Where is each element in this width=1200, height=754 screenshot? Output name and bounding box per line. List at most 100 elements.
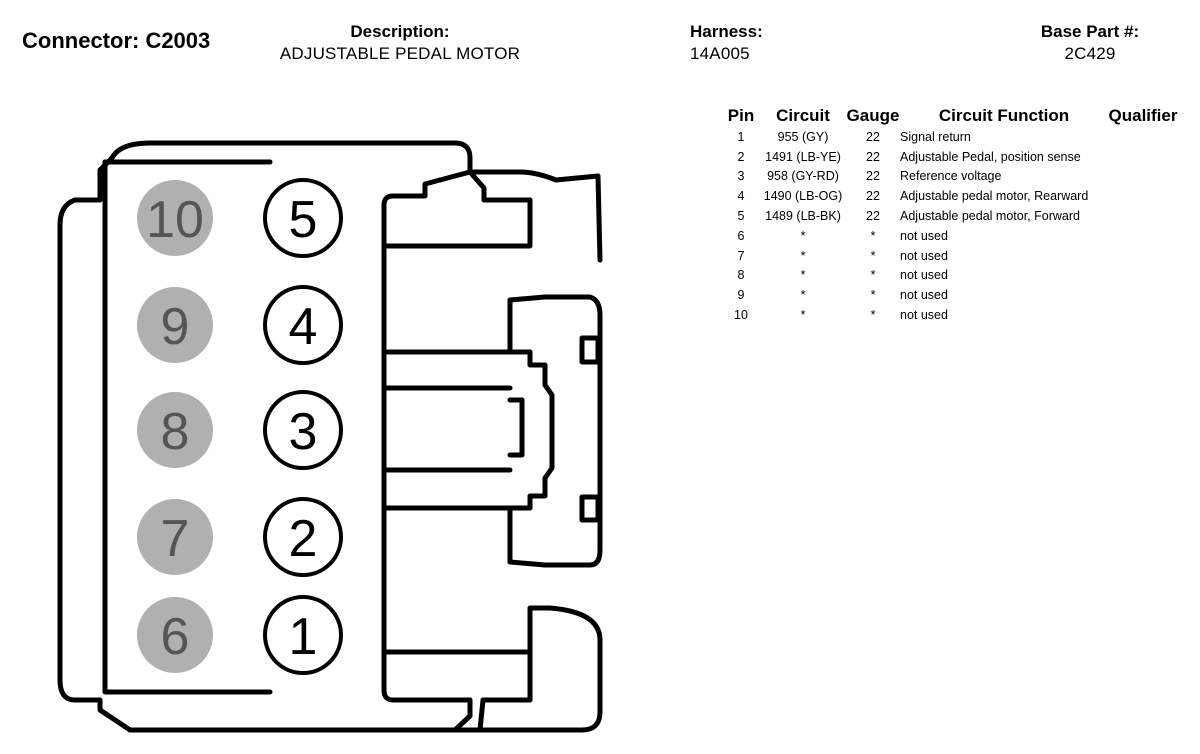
cell-pin: 10: [734, 308, 748, 323]
base-part-label: Base Part #:: [1040, 22, 1140, 41]
table-row: 8 * * not used: [722, 266, 1178, 286]
cell-gauge: *: [870, 248, 876, 263]
cell-circuit: 1491 (LB-YE): [765, 149, 841, 164]
description-value: ADJUSTABLE PEDAL MOTOR: [279, 44, 521, 63]
pin-4-cavity: 4: [263, 285, 343, 365]
pin-5-label: 5: [289, 191, 318, 249]
pin-7-cavity: 7: [137, 499, 213, 575]
cell-gauge: 22: [866, 209, 880, 224]
cell-gauge: 22: [866, 169, 880, 184]
table-row: 9 * * not used: [722, 285, 1178, 305]
pin-6-label: 6: [161, 608, 190, 666]
cell-gauge: *: [870, 308, 876, 323]
table-row: 6 * * not used: [722, 226, 1178, 246]
cell-pin: 1: [737, 129, 745, 144]
cell-function: not used: [900, 248, 948, 263]
cell-qualifier: [1108, 186, 1178, 206]
cell-pin: 2: [737, 149, 745, 164]
cell-function: Adjustable pedal motor, Rearward: [900, 189, 1089, 204]
table-row: 1 955 (GY) 22 Signal return: [722, 127, 1178, 147]
cell-circuit: 955 (GY): [777, 129, 829, 144]
cell-function: Signal return: [900, 129, 971, 144]
cell-function: not used: [900, 308, 948, 323]
cell-qualifier: [1108, 206, 1178, 226]
cell-function: not used: [900, 228, 948, 243]
cell-gauge: 22: [866, 149, 880, 164]
pin-8-cavity: 8: [137, 392, 213, 468]
header-pin: Pin: [727, 106, 755, 125]
pin-7-label: 7: [161, 510, 190, 568]
cell-circuit: *: [800, 228, 806, 243]
harness-block: Harness: 14A005: [690, 22, 790, 65]
connector-housing-outline: [57, 140, 603, 733]
cell-pin: 3: [737, 169, 745, 184]
connector-title: Connector: C2003: [22, 28, 211, 53]
pin-4-label: 4: [289, 298, 318, 356]
table-row: 3 958 (GY-RD) 22 Reference voltage: [722, 167, 1178, 187]
pin-1-label: 1: [289, 608, 318, 666]
pin-9-cavity: 9: [137, 287, 213, 363]
cell-function: Adjustable Pedal, position sense: [900, 149, 1081, 164]
cell-pin: 6: [737, 228, 745, 243]
cell-function: Adjustable pedal motor, Forward: [900, 209, 1080, 224]
base-part-value: 2C429: [1064, 44, 1116, 63]
table-row: 10 * * not used: [722, 305, 1178, 325]
cell-gauge: *: [870, 288, 876, 303]
harness-value: 14A005: [690, 44, 750, 63]
pin-3-cavity: 3: [263, 390, 343, 470]
harness-label: Harness:: [690, 22, 763, 41]
table-row: 4 1490 (LB-OG) 22 Adjustable pedal motor…: [722, 186, 1178, 206]
cell-circuit: *: [800, 248, 806, 263]
cell-gauge: *: [870, 268, 876, 283]
cell-qualifier: [1108, 127, 1178, 147]
table-row: 5 1489 (LB-BK) 22 Adjustable pedal motor…: [722, 206, 1178, 226]
header-circuit-function: Circuit Function: [938, 106, 1070, 125]
cell-pin: 9: [737, 288, 745, 303]
header-circuit: Circuit: [776, 106, 830, 125]
cell-circuit: *: [800, 308, 806, 323]
pin-8-label: 8: [161, 403, 190, 461]
cell-circuit: *: [800, 268, 806, 283]
cell-pin: 4: [737, 189, 745, 204]
cell-qualifier: [1108, 266, 1178, 286]
cell-pin: 7: [737, 248, 745, 263]
pin-10-label: 10: [146, 191, 204, 249]
cell-qualifier: [1108, 246, 1178, 266]
pin-table-header-row: Pin Circuit Gauge Circuit Function Quali…: [722, 105, 1178, 127]
cell-function: Reference voltage: [900, 169, 1002, 184]
cell-qualifier: [1108, 226, 1178, 246]
cell-pin: 8: [737, 268, 745, 283]
header-gauge: Gauge: [846, 106, 900, 125]
pin-3-label: 3: [289, 403, 318, 461]
unused-pin-group: 10 9 8 7 6: [137, 180, 213, 673]
pin-6-cavity: 6: [137, 597, 213, 673]
cell-qualifier: [1108, 147, 1178, 167]
base-part-block: Base Part #: 2C429: [1010, 22, 1170, 65]
pin-2-label: 2: [289, 510, 318, 568]
cell-circuit: 1490 (LB-OG): [763, 189, 843, 204]
cell-gauge: *: [870, 228, 876, 243]
table-row: 7 * * not used: [722, 246, 1178, 266]
pin-10-cavity: 10: [137, 180, 213, 256]
cell-circuit: 1489 (LB-BK): [765, 209, 841, 224]
pin-table: Pin Circuit Gauge Circuit Function Quali…: [722, 105, 1178, 325]
cell-circuit: *: [800, 288, 806, 303]
cell-pin: 5: [737, 209, 745, 224]
table-row: 2 1491 (LB-YE) 22 Adjustable Pedal, posi…: [722, 147, 1178, 167]
pin-2-cavity: 2: [263, 497, 343, 577]
cell-qualifier: [1108, 285, 1178, 305]
pin-1-cavity: 1: [263, 595, 343, 675]
cell-function: not used: [900, 288, 948, 303]
pin-5-cavity: 5: [263, 178, 343, 258]
used-pin-group: 5 4 3 2 1: [263, 178, 343, 675]
pin-9-label: 9: [161, 298, 190, 356]
description-label: Description:: [350, 22, 450, 41]
cell-circuit: 958 (GY-RD): [767, 169, 839, 184]
cell-function: not used: [900, 268, 948, 283]
header-qualifier: Qualifier: [1108, 106, 1178, 125]
cell-gauge: 22: [866, 189, 880, 204]
cell-qualifier: [1108, 167, 1178, 187]
description-block: Description: ADJUSTABLE PEDAL MOTOR: [262, 22, 538, 65]
cell-qualifier: [1108, 305, 1178, 325]
